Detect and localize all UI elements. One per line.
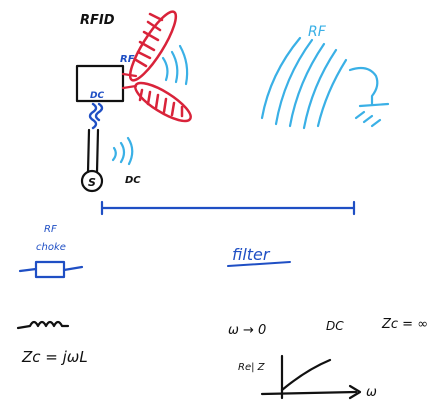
rf-label-large: RF [308,24,327,40]
rf-choke-resistor-symbol [18,260,84,279]
dc-label-tag: DC [90,91,104,101]
antenna-lower-petal [134,81,192,123]
antenna-lead-lower [121,84,138,90]
dc-label-source: DC [125,175,141,186]
zc-infinity: Zc = ∞ [381,317,428,332]
ground-symbol [348,66,390,128]
source-label: S [88,176,96,189]
inductor-coil-tag-2 [94,102,104,122]
antenna-upper-petal [128,10,178,82]
graph-x-axis [260,390,358,396]
inductor-symbol [16,320,70,330]
rf-choke-label-1: RF [44,224,57,235]
filter-underline [227,261,291,267]
dc-label-bottom: DC [326,319,344,333]
dc-source-circle [80,169,104,193]
graph-y-label: Re| Z [238,362,266,373]
title-rfid: RFID [80,13,115,28]
wire-right [95,128,100,174]
omega-to-zero: ω → 0 [228,323,266,338]
rf-waves-large [260,36,348,130]
rfid-chip-box [75,64,125,103]
graph-x-arrow [348,384,362,400]
graph-x-label: ω [366,385,377,400]
zc-equation: Zc = jωL [21,348,88,366]
rf-waves-small [161,44,189,86]
wire-left [86,128,91,174]
rf-waves-near-wire [111,136,134,166]
rf-label-small: RF [120,54,135,65]
graph-curve [280,358,332,392]
filter-label: filter [232,245,271,264]
rf-choke-label-2: choke [36,242,66,253]
inductor-coil-tag [88,102,98,130]
